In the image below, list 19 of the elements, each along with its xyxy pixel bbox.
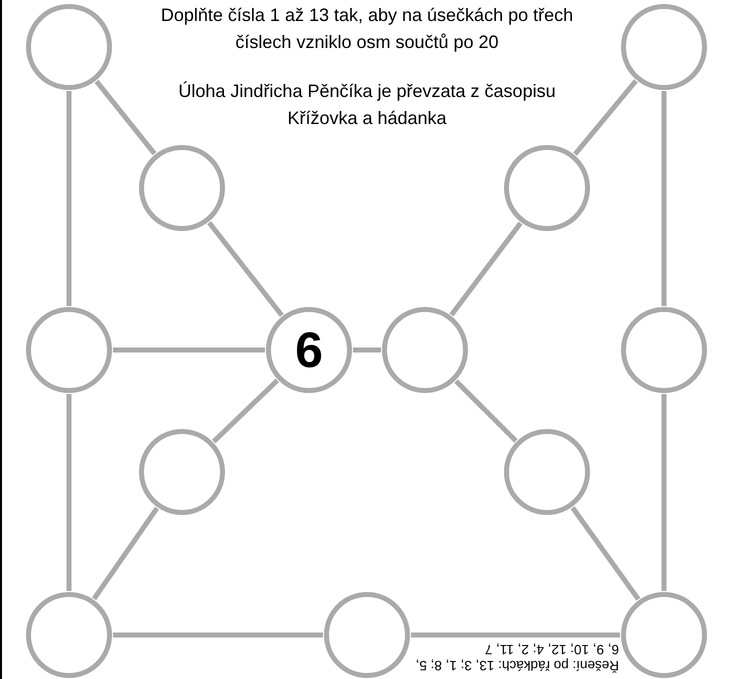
connector-line [454, 379, 518, 443]
credit-text: Úloha Jindřicha Pěnčíka je převzata z časopisu Křížovka a hádanka [177, 80, 557, 130]
connector-line [411, 632, 620, 638]
connector-line [207, 221, 284, 317]
instruction-text: Doplňte čísla 1 až 13 tak, aby na úsečkách po třech číslech vzniklo osm součtů po 20 [160, 4, 574, 54]
solution-text: Řešení: po řádkách: 13, 3; 1, 8; 5, 6, 9, 10; 12, 4; 2, 11, 7 [414, 641, 619, 673]
connector-line [449, 222, 523, 316]
connector-line [353, 348, 381, 352]
connector-line [113, 632, 323, 638]
connector-line [66, 91, 72, 306]
connector-line [662, 91, 666, 306]
connector-line [570, 506, 640, 601]
connector-line [66, 394, 72, 591]
connector-line [94, 80, 156, 156]
connector-line [573, 79, 638, 156]
connector-line [113, 348, 265, 352]
connector-line [212, 378, 279, 444]
connector-line [662, 394, 666, 591]
connector-line [92, 506, 159, 600]
